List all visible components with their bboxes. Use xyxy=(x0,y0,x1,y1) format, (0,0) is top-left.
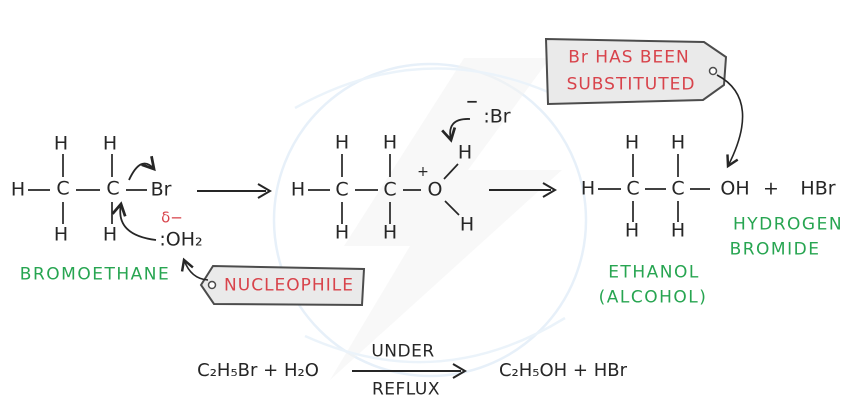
atom-oh: OH xyxy=(720,177,750,200)
curly-arrow-bromide-leaving xyxy=(441,118,471,143)
negative-charge: − xyxy=(465,92,479,111)
tag-hole-icon xyxy=(708,66,718,76)
equation-arrow xyxy=(352,363,467,379)
atom-c: C xyxy=(335,178,349,201)
atom-h: H xyxy=(102,223,118,246)
label-alcohol: (ALCOHOL) xyxy=(598,287,708,308)
tag-hole-icon xyxy=(207,280,217,290)
tag-string-arrow xyxy=(180,257,209,281)
positive-charge: + xyxy=(417,164,429,180)
reaction-arrow-1 xyxy=(197,183,272,199)
atom-h: H xyxy=(53,223,69,246)
tag-shape xyxy=(199,264,366,307)
arrow-head xyxy=(452,363,467,379)
atom-h: H xyxy=(382,131,398,154)
curly-arrow-nucleophile-attack xyxy=(111,201,157,241)
atom-h: H xyxy=(10,178,26,201)
atom-c: C xyxy=(106,177,120,200)
atom-br: Br xyxy=(150,178,172,201)
substituted-tag xyxy=(544,37,744,169)
atom-h: H xyxy=(459,213,475,236)
bond xyxy=(444,200,460,216)
label-bromide: BROMIDE xyxy=(729,239,821,260)
watermark-swoosh-bottom xyxy=(304,316,566,364)
atom-h: H xyxy=(670,131,686,154)
bromide-ion: :Br xyxy=(483,105,511,128)
atom-h: H xyxy=(290,178,306,201)
equation-condition-reflux: REFLUX xyxy=(371,379,441,400)
arrow-head xyxy=(257,183,272,199)
watermark-swoosh-top xyxy=(294,67,549,110)
tag-string-arrow xyxy=(716,74,744,169)
water-nucleophile: :OH₂ xyxy=(159,228,203,251)
atom-h: H xyxy=(670,219,686,242)
atom-h: H xyxy=(457,141,473,164)
curly-arrow-c-br-bond xyxy=(128,155,156,181)
watermark-lightning-bolt-icon xyxy=(330,58,562,380)
tag-shape xyxy=(544,37,728,106)
atom-c: C xyxy=(626,177,640,200)
tag-label-nucleophile: NUCLEOPHILE xyxy=(224,275,354,296)
atom-c: C xyxy=(56,177,70,200)
label-ethanol: ETHANOL xyxy=(608,262,700,283)
atom-c: C xyxy=(383,178,397,201)
atom-h: H xyxy=(334,221,350,244)
equation-products: C₂H₅OH + HBr xyxy=(498,360,628,381)
atom-h: H xyxy=(53,132,69,155)
delta-minus-charge: δ− xyxy=(161,208,183,227)
equation-reactants: C₂H₅Br + H₂O xyxy=(197,360,319,381)
atom-c: C xyxy=(671,177,685,200)
tag-label-substituted-line1: Br HAS BEEN xyxy=(568,47,690,68)
bromoethane-bonds xyxy=(28,154,147,224)
atom-h: H xyxy=(624,131,640,154)
atom-h: H xyxy=(102,132,118,155)
reaction-arrow-2 xyxy=(489,182,557,198)
atom-h: H xyxy=(382,221,398,244)
label-bromoethane: BROMOETHANE xyxy=(19,264,171,285)
watermark-logo xyxy=(272,58,588,380)
arrow-head xyxy=(542,182,557,198)
atom-o: O xyxy=(427,178,443,201)
plus-sign: + xyxy=(763,177,779,200)
label-hydrogen: HYDROGEN xyxy=(732,214,844,235)
tag-label-substituted-line2: SUBSTITUTED xyxy=(566,74,696,95)
intermediate-bonds xyxy=(308,154,460,224)
atom-hbr: HBr xyxy=(800,177,836,200)
atom-h: H xyxy=(624,219,640,242)
atom-h: H xyxy=(334,131,350,154)
watermark-circle xyxy=(272,62,588,378)
ethanol-bonds xyxy=(598,154,710,222)
equation-condition-under: UNDER xyxy=(371,341,435,362)
bond xyxy=(443,163,459,180)
atom-h: H xyxy=(580,177,596,200)
nucleophile-tag xyxy=(180,257,366,307)
